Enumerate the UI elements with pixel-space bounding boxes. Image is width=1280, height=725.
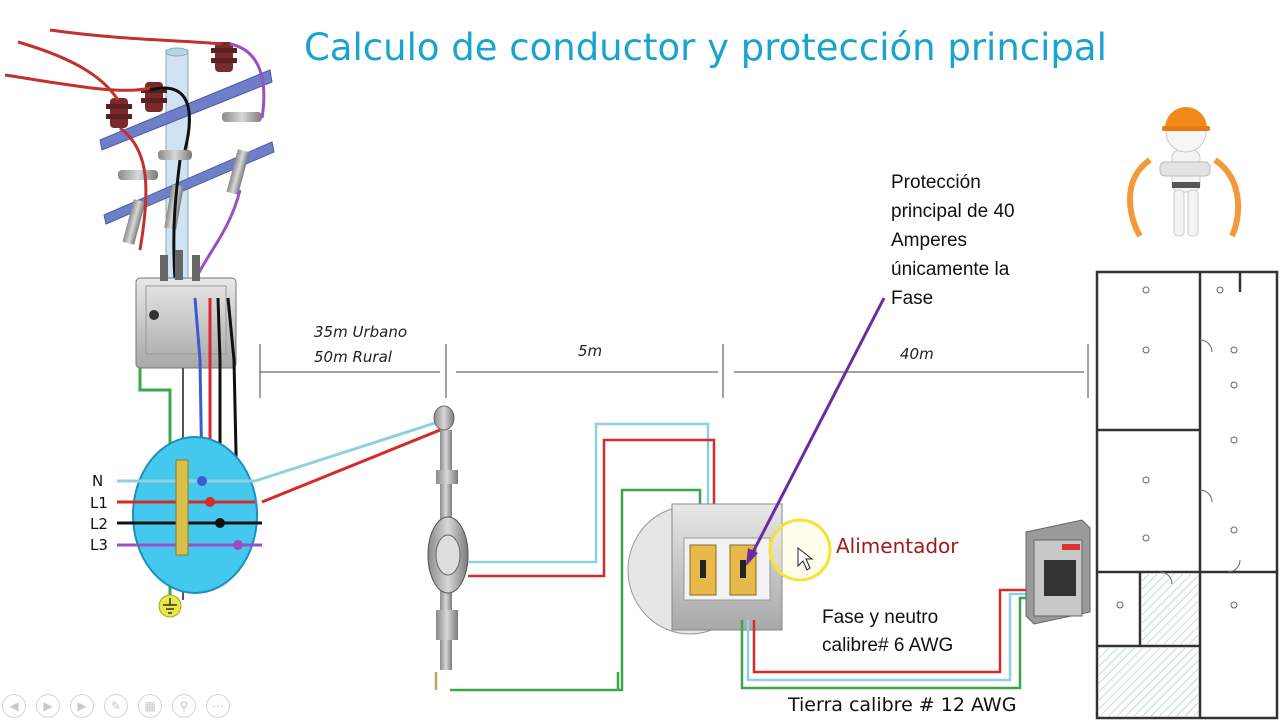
cutout-2 [158, 150, 192, 160]
service-drop [254, 420, 441, 504]
play-icon[interactable]: ▶ [36, 694, 60, 718]
dimension-label-rural: 50m Rural [314, 348, 392, 366]
page-title: Calculo de conductor y protección princi… [304, 26, 1107, 69]
dimension-lines [259, 344, 1089, 398]
load-panel [1025, 519, 1091, 625]
ground-icon [158, 594, 182, 618]
forward-icon[interactable]: ▶ [70, 694, 94, 718]
insulator-2 [141, 82, 167, 112]
protection-line: Amperes [891, 230, 968, 251]
meter-circle [117, 436, 262, 600]
main-breaker-box [627, 503, 783, 635]
protection-line: Fase [891, 288, 934, 309]
phase-label-l1: L1 [90, 494, 108, 512]
slides-icon[interactable]: ▦ [138, 694, 162, 718]
slideshow-toolbar: ◀ ▶ ▶ ✎ ▦ ⚲ ⋯ [2, 694, 230, 718]
tierra-annotation: Tierra calibre # 12 AWG [788, 694, 1017, 716]
protection-line: principal de 40 [891, 201, 1015, 222]
protection-line: Protección [891, 172, 981, 193]
fase-neutro-line: calibre# 6 AWG [822, 635, 954, 656]
cutout-3 [118, 170, 158, 180]
zoom-icon[interactable]: ⚲ [172, 694, 196, 718]
dimension-label-40m: 40m [900, 345, 934, 363]
dimension-label-urbano: 35m Urbano [314, 323, 408, 341]
protection-arrow [746, 297, 886, 566]
phase-label-l3: L3 [90, 536, 108, 554]
meter-mast [427, 405, 469, 670]
fase-neutro-annotation: Fase y neutro calibre# 6 AWG [822, 604, 953, 660]
alimentador-label: Alimentador [836, 534, 959, 558]
phase-label-l2: L2 [90, 515, 108, 533]
floor-plan-hatched-room [1099, 648, 1198, 716]
dimension-label-5m: 5m [578, 342, 603, 360]
cutout-1 [222, 112, 262, 122]
protection-annotation: Protección principal de 40 Amperes única… [891, 168, 1015, 313]
floor-plan-fixtures [1116, 286, 1241, 609]
protection-line: únicamente la [891, 259, 1010, 280]
pen-icon[interactable]: ✎ [104, 694, 128, 718]
phase-label-n: N [92, 472, 104, 490]
floor-plan [1095, 270, 1279, 720]
cursor-icon [797, 546, 814, 571]
fase-neutro-line: Fase y neutro [822, 607, 939, 628]
worker-figure [1127, 107, 1242, 238]
overhead-lines [4, 28, 266, 281]
more-icon[interactable]: ⋯ [206, 694, 230, 718]
panel-feeder [740, 588, 1030, 690]
floor-plan-hatched-room [1142, 574, 1198, 644]
insulator-3 [211, 42, 237, 72]
insulator-1 [106, 98, 132, 128]
back-icon[interactable]: ◀ [2, 694, 26, 718]
crossarm-upper [99, 69, 273, 151]
